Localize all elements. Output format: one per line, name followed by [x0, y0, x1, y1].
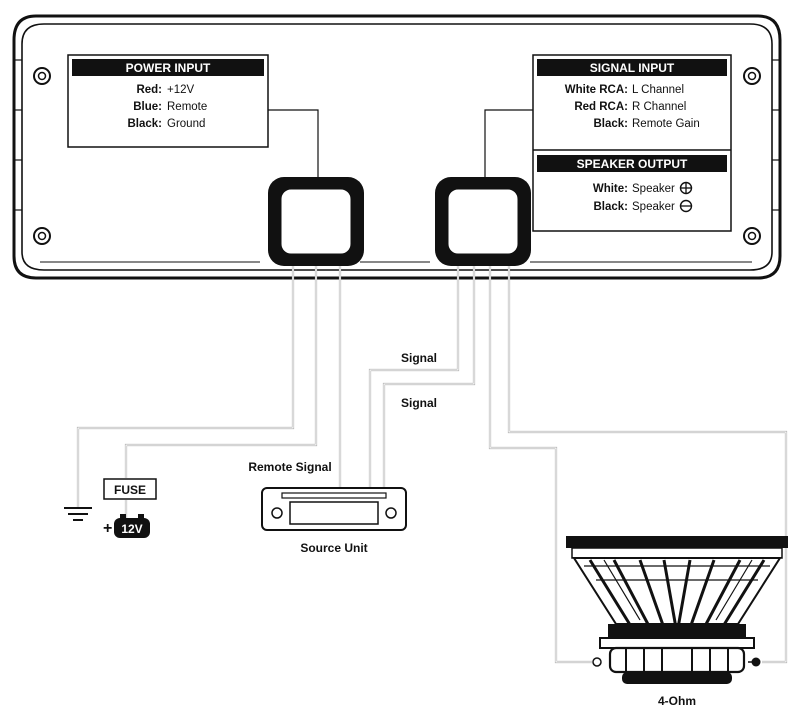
signal-black-value: Remote Gain [632, 118, 700, 130]
remote-signal-label: Remote Signal [248, 460, 331, 474]
power-red-key: Red: [136, 84, 162, 96]
impedance-label: 4-Ohm [658, 694, 696, 708]
source-unit-label: Source Unit [300, 541, 367, 555]
screw-icon [33, 227, 51, 245]
screw-icon [743, 67, 761, 85]
ground-icon [64, 507, 92, 521]
power-blue-key: Blue: [133, 101, 162, 113]
power-blue-value: Remote [167, 101, 207, 113]
battery-plus-label: + [103, 520, 112, 537]
speaker-output-title: SPEAKER OUTPUT [577, 157, 688, 171]
screw-icon [743, 227, 761, 245]
signal-label-2: Signal [401, 396, 437, 410]
speaker-white-key: White: [593, 183, 628, 195]
battery-label: 12V [121, 522, 142, 536]
power-black-key: Black: [127, 118, 162, 130]
power-black-value: Ground [167, 118, 205, 130]
minus-terminal-icon [679, 199, 693, 213]
fuse-box: FUSE [103, 478, 157, 500]
power-input-panel: POWER INPUT Red: +12V Blue: Remote Black… [67, 54, 269, 148]
speaker-white-value: Speaker [632, 183, 675, 195]
fuse-label: FUSE [114, 483, 146, 497]
power-red-value: +12V [167, 84, 195, 96]
signal-input-panel: SIGNAL INPUT White RCA: L Channel Red RC… [532, 54, 732, 232]
speaker-terminal-minus-icon [592, 657, 602, 667]
power-connector [268, 177, 364, 266]
wires [76, 266, 788, 664]
speaker-black-value: Speaker [632, 201, 675, 213]
battery-icon: + 12V [103, 514, 150, 538]
signal-white-value: L Channel [632, 84, 684, 96]
signal-red-key: Red RCA: [574, 101, 628, 113]
screw-icon [33, 67, 51, 85]
signal-connector [435, 177, 531, 266]
signal-input-title: SIGNAL INPUT [590, 61, 675, 75]
speaker-terminal-plus-icon [748, 657, 761, 667]
source-unit [261, 487, 407, 531]
power-input-title: POWER INPUT [126, 61, 211, 75]
signal-red-value: R Channel [632, 101, 686, 113]
subwoofer-icon [566, 536, 788, 684]
signal-label-1: Signal [401, 351, 437, 365]
speaker-output-panel: SPEAKER OUTPUT White: Speaker Black: Spe… [533, 149, 731, 213]
signal-black-key: Black: [593, 118, 628, 130]
signal-white-key: White RCA: [565, 84, 628, 96]
speaker-black-key: Black: [593, 201, 628, 213]
plus-terminal-icon [679, 181, 693, 195]
